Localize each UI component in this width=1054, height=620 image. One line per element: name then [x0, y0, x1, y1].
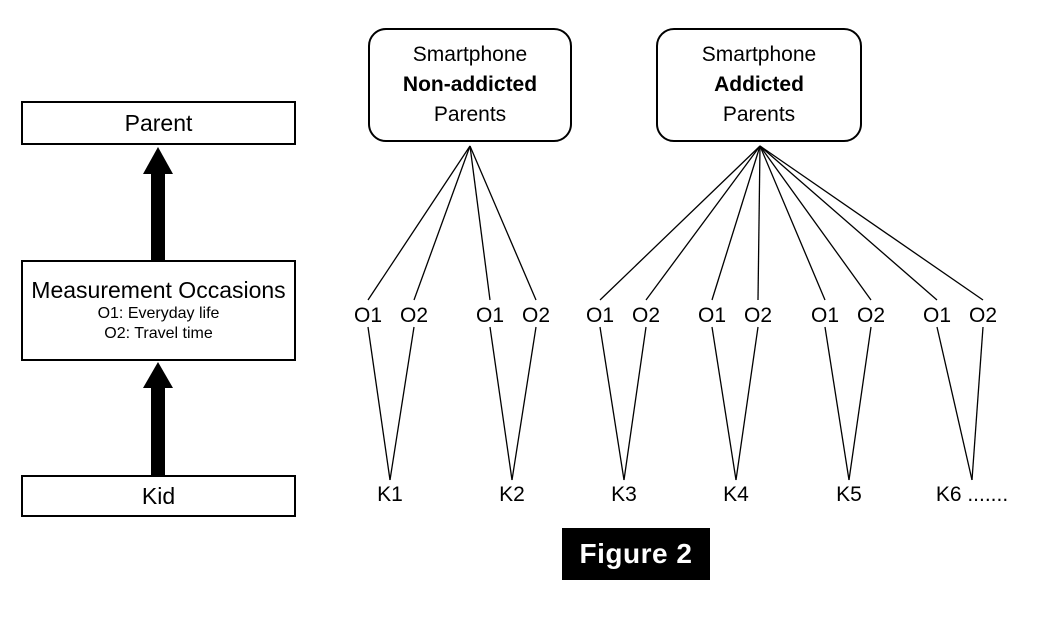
occasion-label: O1: [585, 304, 615, 327]
legend-measurement-item-o2: O2: Travel time: [104, 324, 213, 342]
group-occasion-link: [759, 145, 872, 301]
group-box-addicted-parents: Smartphone Addicted Parents: [656, 28, 862, 142]
group-to-occasion-links: [367, 145, 984, 301]
occasion-label: O1: [353, 304, 383, 327]
kid-label: K2: [499, 483, 525, 506]
legend-box-measurement-occasions: Measurement Occasions O1: Everyday life …: [21, 260, 296, 361]
arrow-measurement-to-parent: [143, 147, 173, 260]
group-occasion-link: [759, 145, 826, 301]
group-occasion-link: [711, 145, 761, 301]
group-occasion-link: [645, 145, 761, 301]
occasion-label: O1: [810, 304, 840, 327]
occasion-label: O1: [697, 304, 727, 327]
group-occasion-link: [757, 145, 761, 301]
occasion-kid-link: [389, 326, 415, 481]
legend-box-kid: Kid: [21, 475, 296, 517]
occasion-label: O2: [743, 304, 773, 327]
occasion-kid-link: [824, 326, 850, 481]
group-occasion-link: [469, 145, 491, 301]
group-box-non-addicted-parents: Smartphone Non-addicted Parents: [368, 28, 572, 142]
legend-measurement-title: Measurement Occasions: [31, 277, 286, 304]
group-addicted-line3: Parents: [722, 102, 796, 126]
group-non-addicted-line2: Non-addicted: [402, 73, 538, 97]
occasion-label: O2: [399, 304, 429, 327]
kid-label: K5: [836, 483, 862, 506]
occasion-kid-link: [367, 326, 391, 481]
legend-box-parent: Parent: [21, 101, 296, 145]
group-occasion-link: [367, 145, 471, 301]
kid-label: K1: [377, 483, 403, 506]
occasion-label: O1: [922, 304, 952, 327]
occasion-kid-link: [489, 326, 513, 481]
group-addicted-line1: Smartphone: [701, 43, 817, 67]
group-non-addicted-line3: Parents: [433, 102, 507, 126]
occasion-label: O2: [968, 304, 998, 327]
group-non-addicted-line1: Smartphone: [412, 43, 528, 67]
occasion-label: O1: [475, 304, 505, 327]
occasion-label: O2: [856, 304, 886, 327]
legend-parent-label: Parent: [124, 109, 193, 136]
arrow-kid-to-measurement: [143, 362, 173, 475]
occasion-kid-link: [971, 326, 984, 481]
legend-kid-label: Kid: [141, 482, 176, 509]
group-occasion-link: [599, 145, 761, 301]
occasion-kid-link: [735, 326, 759, 481]
figure-caption: Figure 2: [562, 528, 710, 580]
kid-label: K3: [611, 483, 637, 506]
kid-label: K6 .......: [935, 483, 1009, 506]
occasion-kid-link: [711, 326, 737, 481]
occasion-label: O2: [521, 304, 551, 327]
group-occasion-link: [759, 145, 984, 301]
occasion-kid-link: [511, 326, 537, 481]
occasion-kid-link: [936, 326, 973, 481]
group-addicted-line2: Addicted: [714, 73, 804, 97]
legend-measurement-item-o1: O1: Everyday life: [97, 304, 220, 322]
occasion-kid-link: [848, 326, 872, 481]
group-occasion-link: [413, 145, 471, 301]
occasion-label: O2: [631, 304, 661, 327]
occasion-kid-link: [599, 326, 625, 481]
kid-label: K4: [723, 483, 749, 506]
group-occasion-link: [759, 145, 938, 301]
occasion-to-kid-links: [367, 326, 984, 481]
occasion-kid-link: [623, 326, 647, 481]
group-occasion-link: [469, 145, 537, 301]
